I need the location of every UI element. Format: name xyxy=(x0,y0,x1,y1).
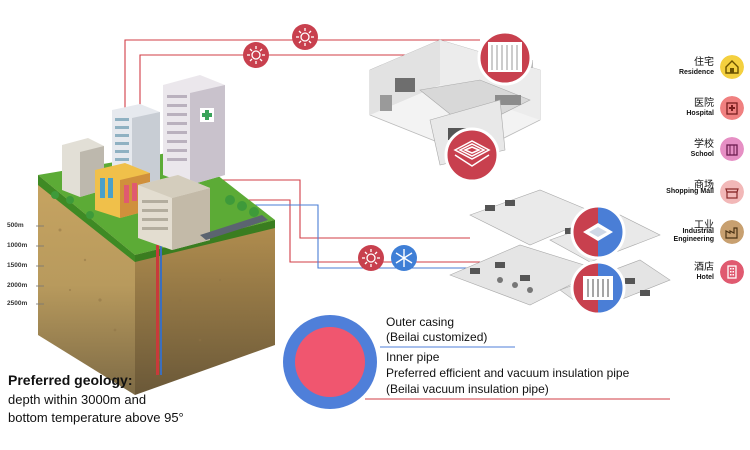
legend-en: Hotel xyxy=(696,274,715,281)
legend-item-mall: 商场 Shopping Mall xyxy=(660,176,744,210)
legend-cn: 学校 xyxy=(694,139,714,150)
legend-cn: 医院 xyxy=(694,98,714,109)
legend-en: Hospital xyxy=(686,110,714,117)
office-scene xyxy=(449,189,671,313)
radiator-bubble xyxy=(477,30,533,86)
legend-cn: 商场 xyxy=(694,180,714,191)
sun-icon xyxy=(243,42,269,68)
depth-label-2000: 2000m xyxy=(7,282,28,289)
mall-icon xyxy=(720,180,744,204)
legend-en: Industrial Engineering xyxy=(673,228,714,243)
legend-item-industrial: 工业 Industrial Engineering xyxy=(660,216,744,250)
legend-en: School xyxy=(690,151,714,158)
geology-line-1: depth within 3000m and xyxy=(8,392,147,407)
floor-heating-bubble xyxy=(444,127,500,183)
geology-title: Preferred geology: xyxy=(8,372,133,388)
sun-icon xyxy=(292,24,318,50)
office-radiator-bubble xyxy=(570,260,626,316)
legend-en: Shopping Mall xyxy=(666,188,714,195)
snowflake-icon xyxy=(391,245,417,271)
outer-casing-label: Outer casing xyxy=(386,315,455,329)
inner-pipe-description: Preferred efficient and vacuum insulatio… xyxy=(386,366,630,380)
legend-cn: 酒店 xyxy=(694,262,714,273)
inner-pipe-label: Inner pipe xyxy=(386,350,440,364)
factory-icon xyxy=(720,220,744,244)
legend-item-hospital: 医院 Hospital xyxy=(660,94,744,128)
outer-casing-note: (Beilai customized) xyxy=(386,330,488,344)
depth-label-500: 500m xyxy=(7,222,24,229)
legend-en: Residence xyxy=(678,69,714,76)
inner-pipe-note: (Beilai vacuum insulation pipe) xyxy=(386,382,549,396)
legend-item-school: 学校 School xyxy=(660,135,744,169)
house-icon xyxy=(720,55,744,79)
legend-item-hotel: 酒店 Hotel xyxy=(660,258,744,292)
depth-label-1500: 1500m xyxy=(7,262,28,269)
depth-label-1000: 1000m xyxy=(7,242,28,249)
city-buildings xyxy=(51,75,268,250)
depth-ticks xyxy=(36,225,44,305)
legend-cn: 住宅 xyxy=(694,57,714,68)
pipe-cross-section xyxy=(283,315,670,409)
hotel-icon xyxy=(720,260,744,284)
geology-line-2: bottom temperature above 95° xyxy=(8,410,184,425)
depth-label-2500: 2500m xyxy=(7,300,28,307)
hospital-icon xyxy=(720,96,744,120)
sun-icon xyxy=(358,245,384,271)
school-icon xyxy=(720,137,744,161)
legend-cn: 工业 xyxy=(694,220,714,231)
ac-vent-bubble xyxy=(570,204,626,260)
legend-item-residence: 住宅 Residence xyxy=(660,53,744,87)
